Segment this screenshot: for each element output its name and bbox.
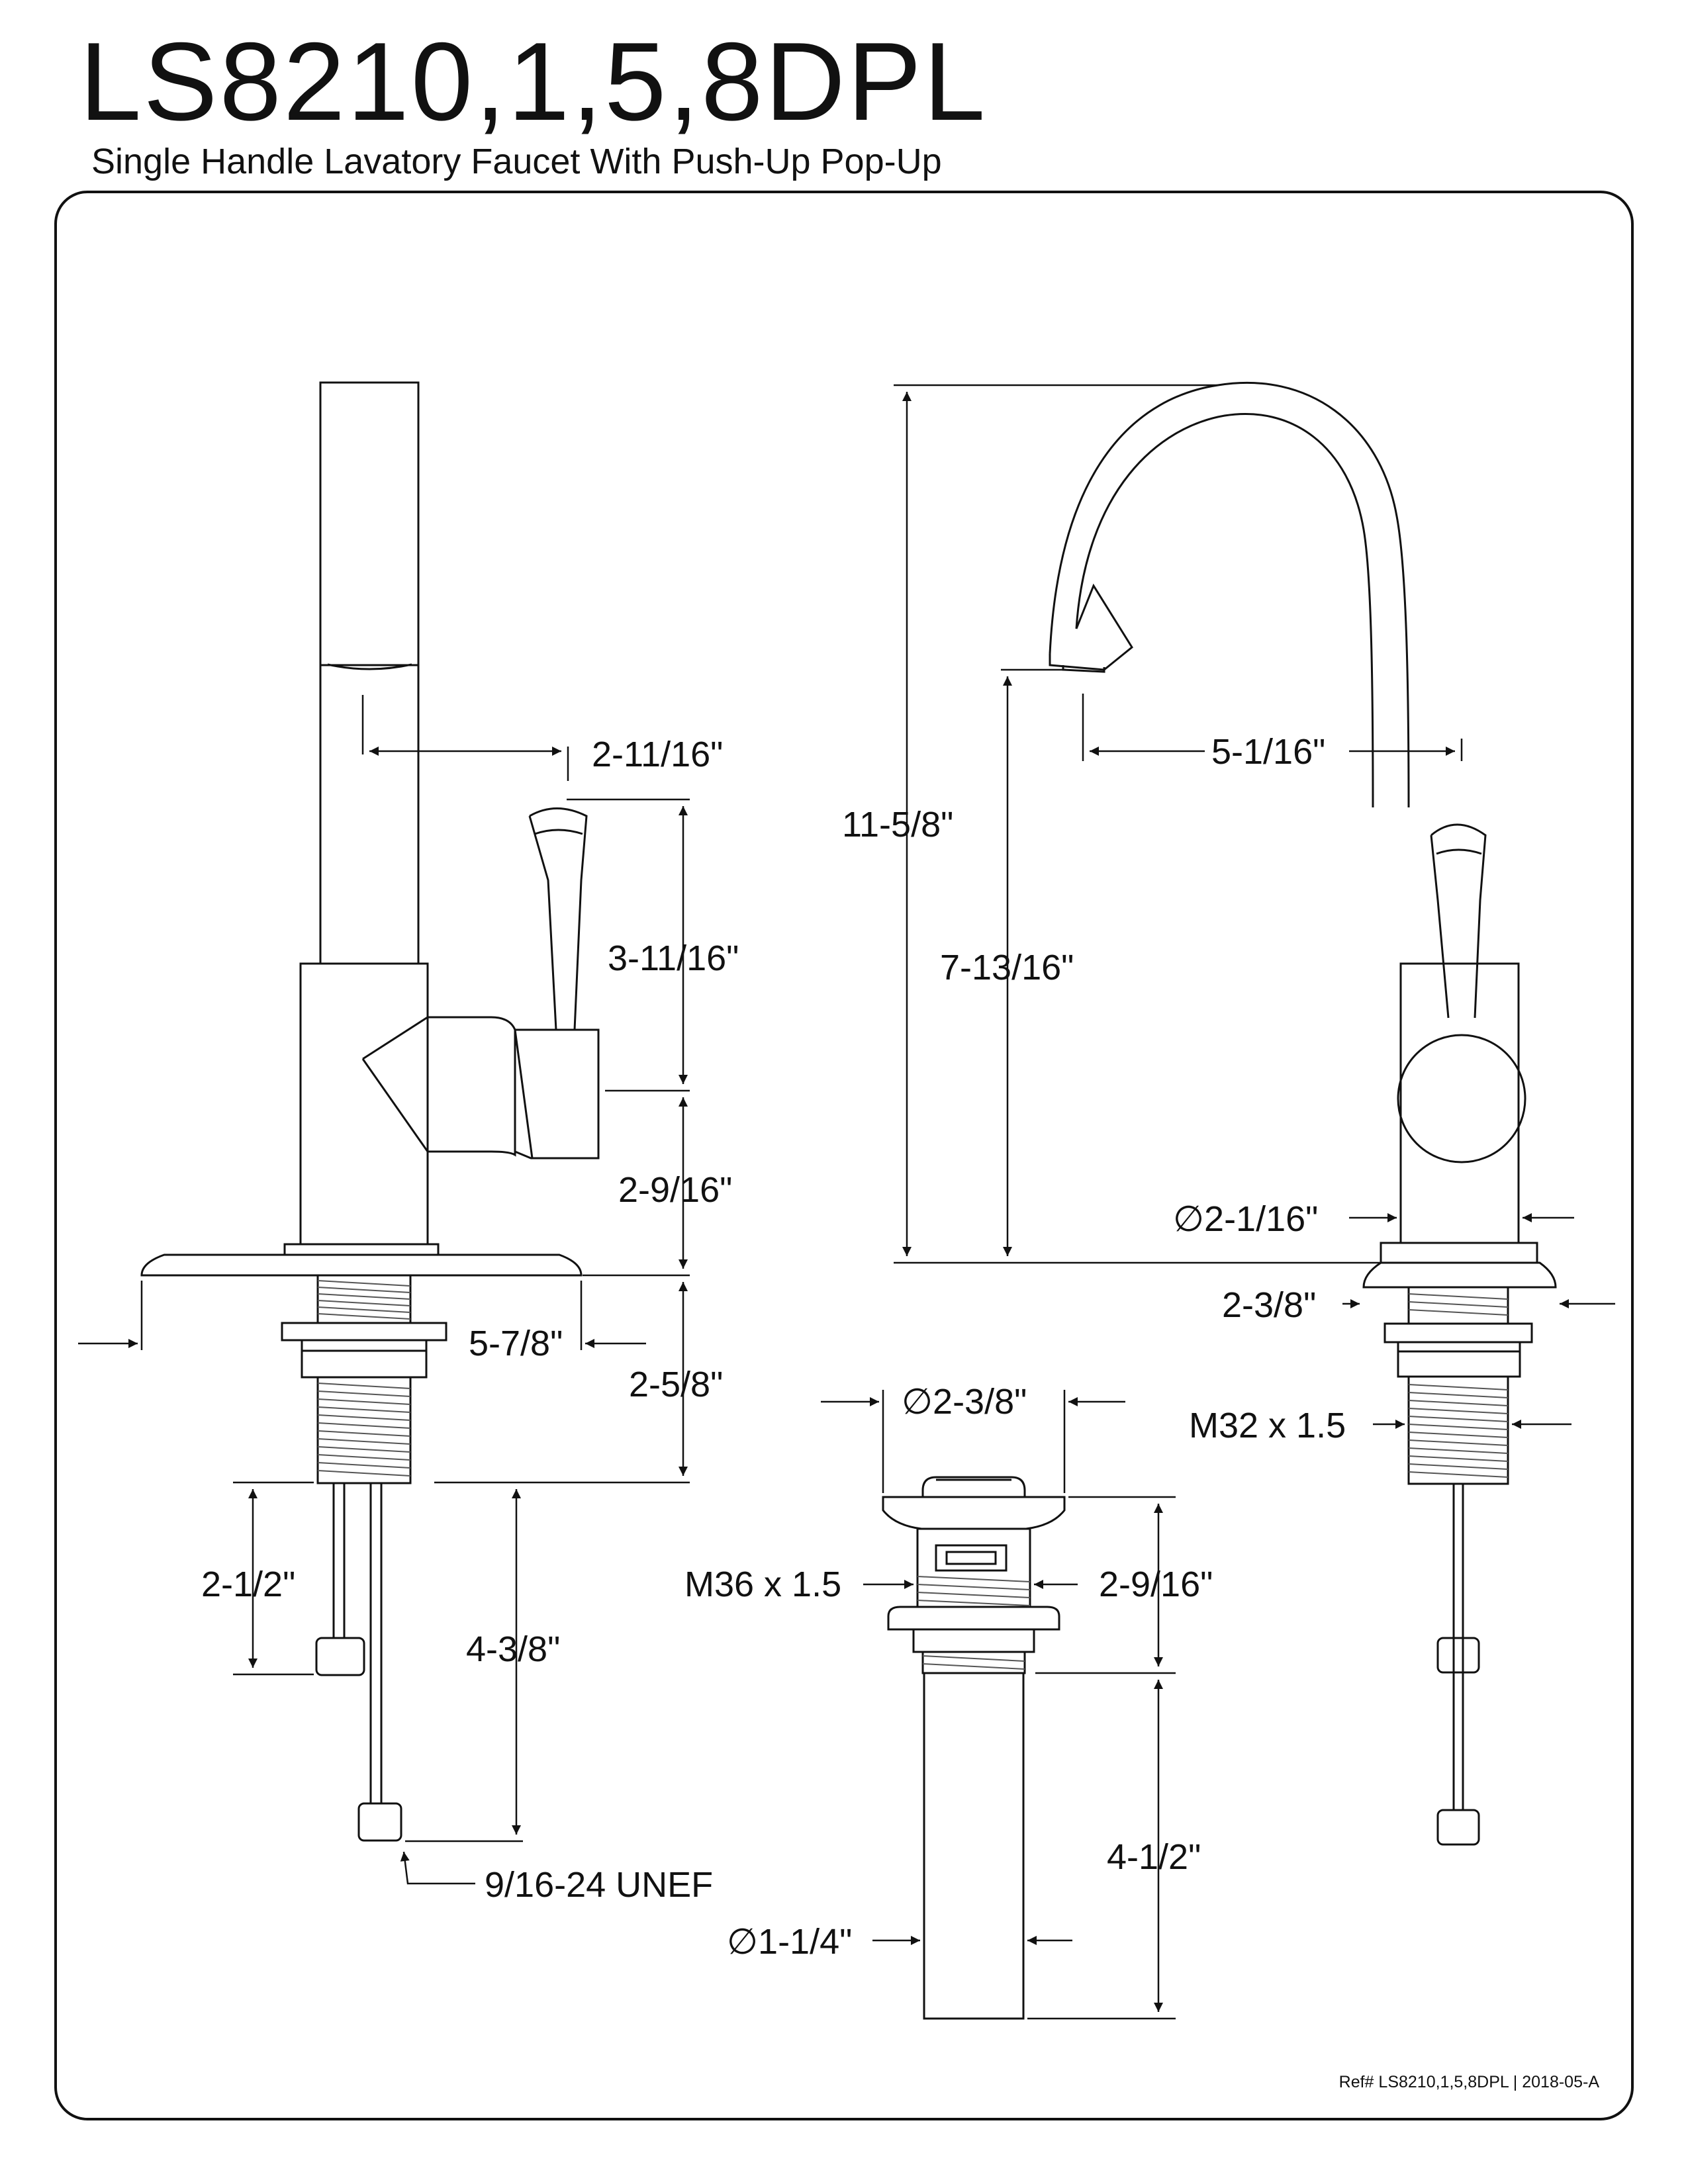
label-side-handle-height: 3-11/16" [608,938,739,978]
label-front-thread-shank: M32 x 1.5 [1189,1406,1346,1445]
label-front-total-height: 11-5/8" [842,805,953,844]
label-drain-body: 2-9/16" [1099,1565,1213,1604]
label-side-base-plate: 5-7/8" [469,1324,563,1363]
side-view-threads [317,1280,411,1477]
label-front-body-diameter: ∅2-1/16" [1173,1199,1318,1239]
pop-up-drain [882,1476,1066,2020]
label-front-spout-reach: 5-1/16" [1211,732,1325,772]
page-title: LS8210,1,5,8DPL [79,19,988,144]
dimension-lines [78,384,1615,2020]
page-subtitle: Single Handle Lavatory Faucet With Push-… [91,142,942,181]
label-side-thread-connection: 9/16-24 UNEF [485,1865,713,1905]
drawing-frame [54,191,1634,2120]
front-view-threads [1408,1293,1509,1478]
label-side-body-height: 2-9/16" [618,1170,732,1210]
label-drain-tailpiece-length: 4-1/2" [1107,1837,1201,1877]
drain-threads [917,1576,1031,1670]
label-front-spout-height: 7-13/16" [940,948,1074,987]
label-side-spout-reach: 2-11/16" [592,735,723,774]
side-view-faucet [140,381,600,1842]
label-drain-flange-diameter: ∅2-3/8" [902,1382,1027,1422]
label-side-supply-short: 2-1/2" [201,1565,295,1604]
front-view-faucet [1049,381,1557,1846]
label-drain-thread: M36 x 1.5 [684,1565,841,1604]
label-front-base-diameter: 2-3/8" [1222,1285,1316,1325]
label-side-shank-length: 2-5/8" [629,1365,723,1404]
reference-footer: Ref# LS8210,1,5,8DPL | 2018-05-A [1338,2073,1599,2091]
label-drain-tailpiece-diameter: ∅1-1/4" [727,1922,852,1962]
label-side-supply-long: 4-3/8" [466,1629,560,1669]
